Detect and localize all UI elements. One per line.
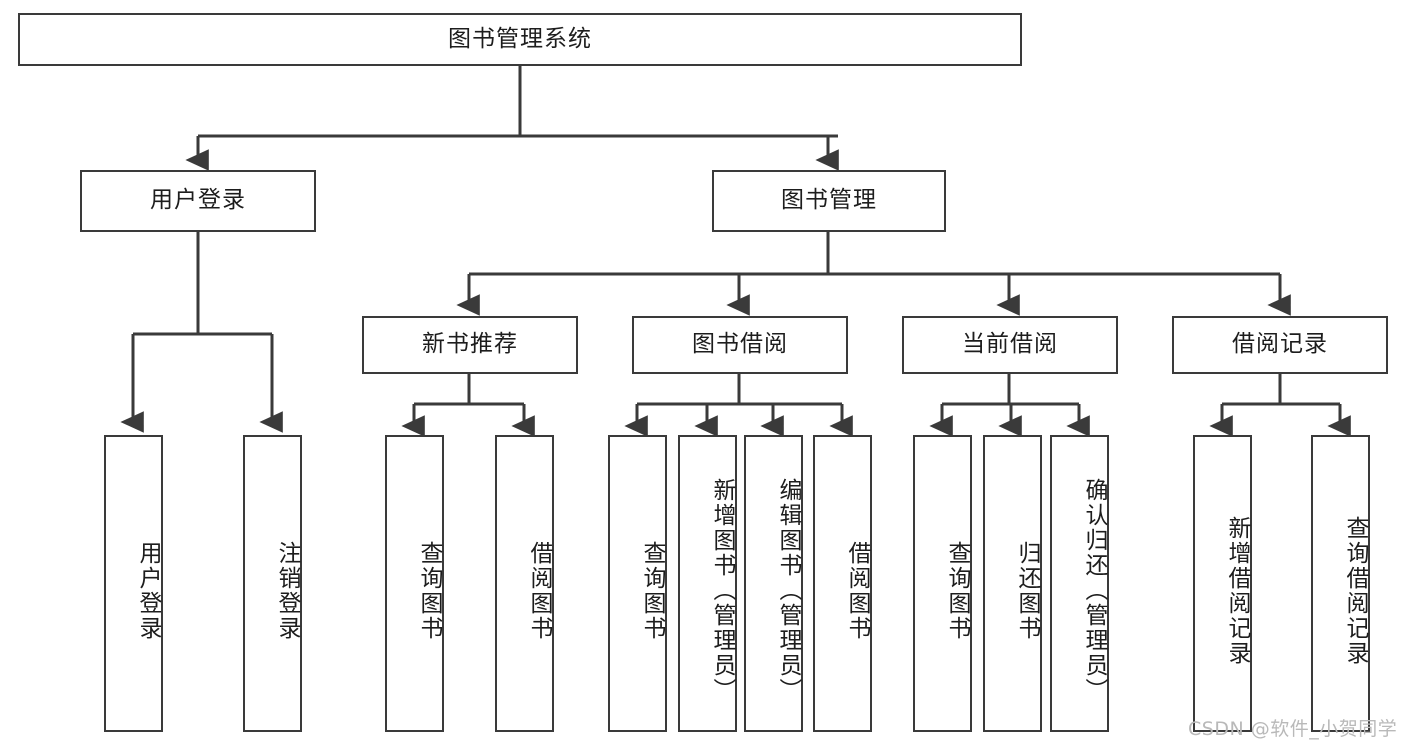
node-leaf-query-book-borrow[interactable]: 查询图书 — [608, 435, 667, 732]
node-current-borrow[interactable]: 当前借阅 — [902, 316, 1118, 374]
node-label: 图书管理 — [781, 187, 877, 214]
node-leaf-edit-book-admin[interactable]: 编辑图书（管理员） — [744, 435, 803, 732]
node-label: 图书借阅 — [692, 331, 788, 358]
node-label: 借阅图书 — [526, 540, 552, 641]
node-borrow-record[interactable]: 借阅记录 — [1172, 316, 1388, 374]
node-label: 借阅图书 — [844, 540, 870, 641]
node-label: 当前借阅 — [962, 331, 1058, 358]
node-leaf-add-book-admin[interactable]: 新增图书（管理员） — [678, 435, 737, 732]
node-label: 注销登录 — [274, 540, 300, 641]
node-leaf-query-book-rec[interactable]: 查询图书 — [385, 435, 444, 732]
node-root-system[interactable]: 图书管理系统 — [18, 13, 1022, 66]
node-label: 编辑图书（管理员） — [775, 478, 801, 703]
node-label: 归还图书 — [1014, 540, 1040, 641]
node-label: 查询图书 — [416, 540, 442, 641]
node-leaf-add-borrow-record[interactable]: 新增借阅记录 — [1193, 435, 1252, 732]
node-label: 查询借阅记录 — [1342, 515, 1368, 666]
node-label: 查询图书 — [639, 540, 665, 641]
node-label: 新书推荐 — [422, 331, 518, 358]
csdn-watermark: CSDN @软件_小贺同学 — [1188, 718, 1398, 740]
node-label: 图书管理系统 — [448, 25, 592, 52]
node-leaf-borrow-book-rec[interactable]: 借阅图书 — [495, 435, 554, 732]
node-label: 用户登录 — [135, 540, 161, 641]
node-book-borrow[interactable]: 图书借阅 — [632, 316, 848, 374]
node-label: 查询图书 — [944, 540, 970, 641]
node-label: 新增图书（管理员） — [709, 478, 735, 703]
node-label: 确认归还（管理员） — [1081, 478, 1107, 703]
node-leaf-query-book-current[interactable]: 查询图书 — [913, 435, 972, 732]
node-book-management[interactable]: 图书管理 — [712, 170, 946, 232]
node-leaf-user-logout[interactable]: 注销登录 — [243, 435, 302, 732]
node-leaf-confirm-return-admin[interactable]: 确认归还（管理员） — [1050, 435, 1109, 732]
node-leaf-borrow-book[interactable]: 借阅图书 — [813, 435, 872, 732]
node-leaf-user-login[interactable]: 用户登录 — [104, 435, 163, 732]
node-leaf-query-borrow-record[interactable]: 查询借阅记录 — [1311, 435, 1370, 732]
node-user-login[interactable]: 用户登录 — [80, 170, 316, 232]
node-new-book-recommend[interactable]: 新书推荐 — [362, 316, 578, 374]
node-leaf-return-book[interactable]: 归还图书 — [983, 435, 1042, 732]
node-label: 用户登录 — [150, 187, 246, 214]
node-label: 借阅记录 — [1232, 331, 1328, 358]
node-label: 新增借阅记录 — [1224, 515, 1250, 666]
